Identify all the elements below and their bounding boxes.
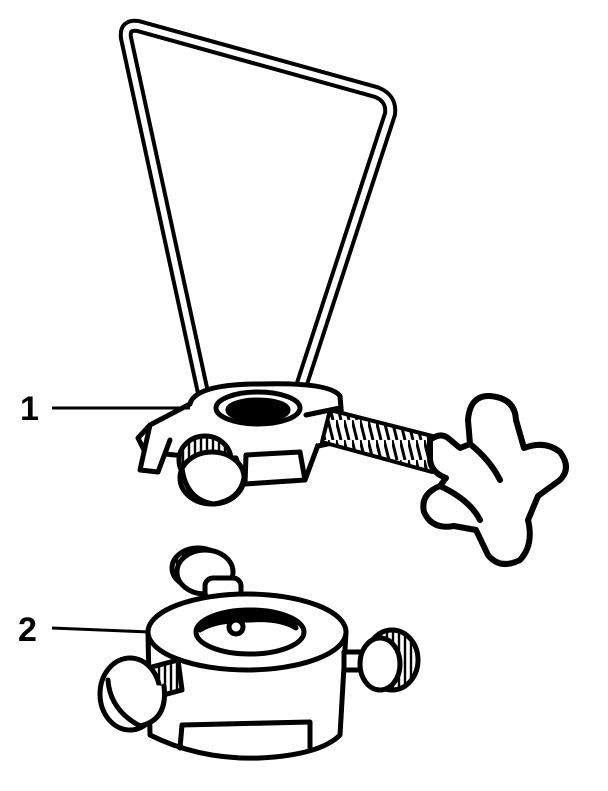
wire-frame (118, 18, 398, 409)
right-thumbscrew (341, 627, 421, 693)
left-thumbscrew (97, 655, 185, 733)
clamp-thumbscrew (176, 433, 247, 507)
star-knob (420, 392, 569, 567)
part-2-ring-collar (97, 545, 421, 761)
rear-thumbscrew (169, 545, 244, 603)
callout-label-1: 1 (20, 390, 39, 428)
collar-body (145, 591, 349, 761)
callout-label-2: 2 (18, 611, 37, 649)
callout-leader-2 (51, 626, 151, 634)
threaded-screw (320, 408, 442, 474)
part-1-wire-frame-holder (118, 18, 569, 567)
